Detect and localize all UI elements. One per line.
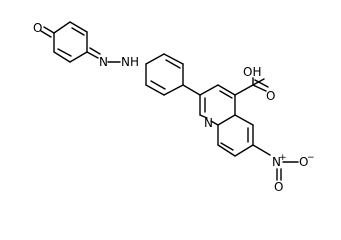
nitro-plus-charge: + xyxy=(279,153,287,163)
nitro-nitrogen-label: N xyxy=(272,155,281,169)
atom-labels: O N NH OH O N N + O − O xyxy=(33,21,315,194)
azo-nitrogen-label: N xyxy=(99,55,108,69)
carboxyl-oh-label: OH xyxy=(243,65,261,79)
bond-lines xyxy=(40,21,299,181)
quinoline-nitrogen-label: N xyxy=(204,116,213,130)
hydrazo-nh-label: NH xyxy=(121,55,139,69)
carbonyl-oxygen-label: O xyxy=(266,89,275,103)
oxo-oxygen-label: O xyxy=(33,21,42,35)
nitro-oxygen-minus-label: O xyxy=(299,155,308,169)
nitro-minus-charge: − xyxy=(307,153,315,163)
nitro-oxygen-label: O xyxy=(274,180,283,194)
molecule-structure: O N NH OH O N N + O − O xyxy=(33,21,315,194)
